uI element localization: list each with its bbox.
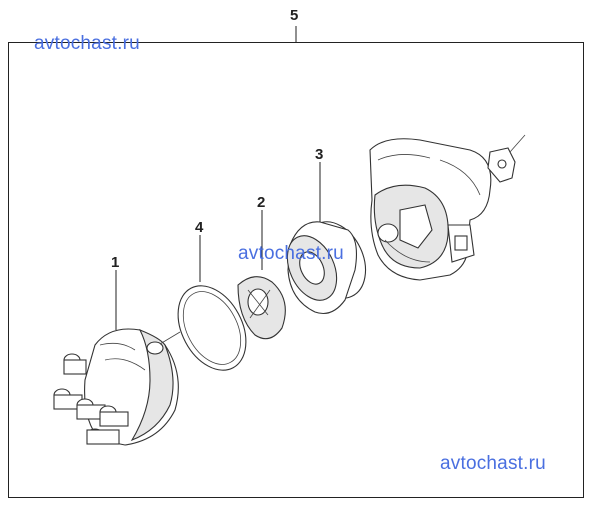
rotor: [237, 276, 286, 340]
gasket-ring: [177, 285, 247, 371]
distributor-housing: [369, 138, 492, 281]
watermark-top-left: avtochast.ru: [34, 33, 140, 54]
assembly-frame: [8, 42, 584, 498]
callout-3: 3: [315, 146, 324, 163]
watermark-center: avtochast.ru: [238, 243, 344, 264]
cover-cylinder: [286, 221, 367, 315]
callout-5: 5: [290, 7, 299, 24]
watermark-bottom-right: avtochast.ru: [440, 453, 546, 474]
callout-2: 2: [257, 194, 266, 211]
callout-1: 1: [111, 254, 120, 271]
mounting-bracket: [487, 134, 526, 183]
distributor-cap: [53, 328, 181, 446]
callout-4: 4: [195, 219, 204, 236]
